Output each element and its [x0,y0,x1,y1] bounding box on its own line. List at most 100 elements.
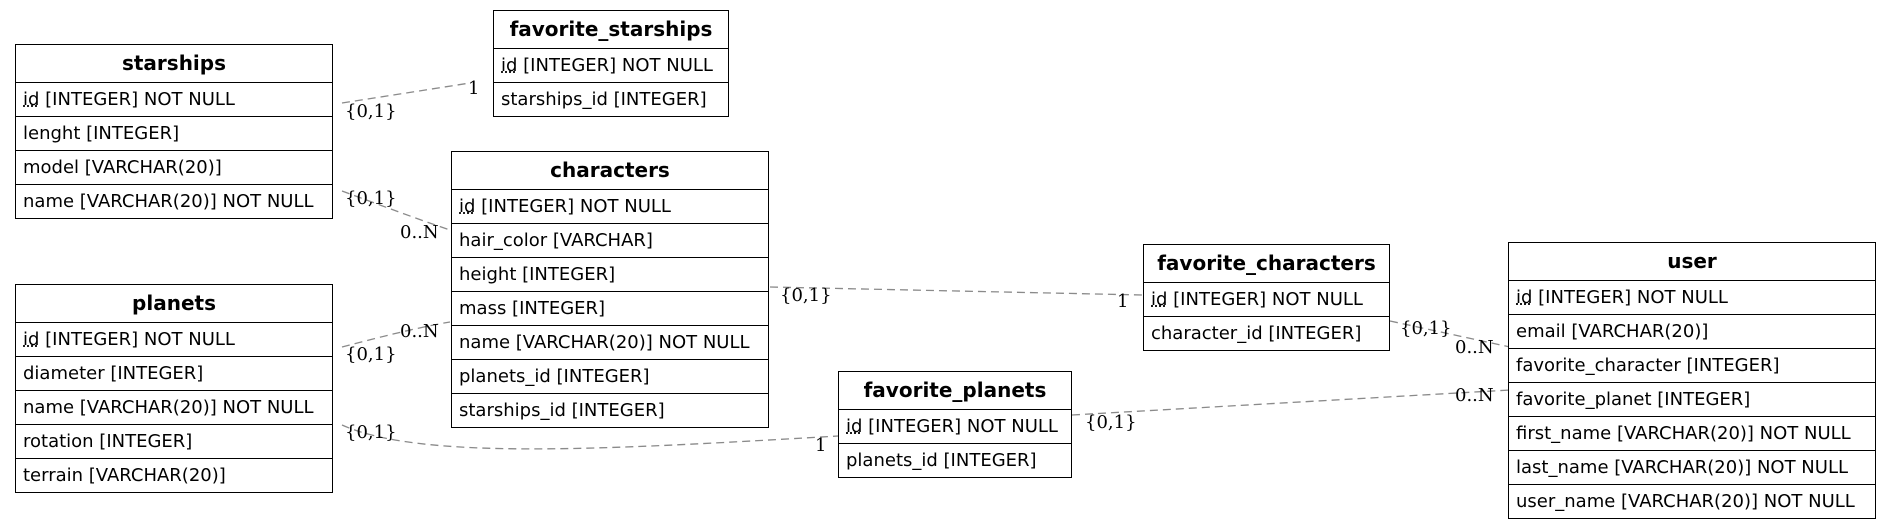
attribute-row: email [VARCHAR(20)] [1509,315,1875,349]
cardinality-label: {0,1} [1400,318,1452,339]
cardinality-label: 1 [468,78,480,99]
cardinality-label: {0,1} [780,285,832,306]
primary-key-name: id [459,196,476,217]
attribute-text: [INTEGER] NOT NULL [1532,287,1728,308]
attribute-row: terrain [VARCHAR(20)] [16,459,332,492]
attribute-row: id [INTEGER] NOT NULL [839,410,1071,444]
edge-starships-favorite-starships [341,82,471,104]
attribute-row: planets_id [INTEGER] [839,444,1071,477]
attribute-text: favorite_character [INTEGER] [1516,355,1780,376]
cardinality-label: 1 [1117,291,1129,312]
entity-characters[interactable]: characters id [INTEGER] NOT NULL hair_col… [451,151,769,428]
attribute-text: favorite_planet [INTEGER] [1516,389,1751,410]
attribute-row: first_name [VARCHAR(20)] NOT NULL [1509,417,1875,451]
attribute-text: hair_color [VARCHAR] [459,230,653,251]
cardinality-label: 0..N [1455,385,1494,406]
attribute-text: lenght [INTEGER] [23,123,180,144]
attribute-list: id [INTEGER] NOT NULL starships_id [INTEG… [494,49,728,116]
primary-key-name: id [23,89,40,110]
primary-key-name: id [23,329,40,350]
attribute-row: name [VARCHAR(20)] NOT NULL [16,185,332,218]
attribute-text: first_name [VARCHAR(20)] NOT NULL [1516,423,1851,444]
attribute-text: [INTEGER] NOT NULL [475,196,671,217]
attribute-text: [INTEGER] NOT NULL [862,416,1058,437]
cardinality-label: 0..N [400,321,439,342]
edge-favorite-planets-user [1071,389,1511,416]
attribute-list: id [INTEGER] NOT NULL hair_color [VARCHAR… [452,190,768,427]
attribute-row: id [INTEGER] NOT NULL [1509,281,1875,315]
attribute-list: id [INTEGER] NOT NULL email [VARCHAR(20)]… [1509,281,1875,518]
entity-title: user [1509,243,1875,281]
cardinality-label: 1 [815,435,827,456]
attribute-row: diameter [INTEGER] [16,357,332,391]
attribute-text: character_id [INTEGER] [1151,323,1362,344]
entity-starships[interactable]: starships id [INTEGER] NOT NULL lenght [I… [15,44,333,219]
primary-key-name: id [1151,289,1168,310]
attribute-row: starships_id [INTEGER] [494,83,728,116]
attribute-row: planets_id [INTEGER] [452,360,768,394]
attribute-text: user_name [VARCHAR(20)] NOT NULL [1516,491,1855,512]
primary-key-name: id [1516,287,1533,308]
attribute-text: diameter [INTEGER] [23,363,204,384]
cardinality-label: {0,1} [345,188,397,209]
attribute-list: id [INTEGER] NOT NULL character_id [INTEG… [1144,283,1389,350]
attribute-row: model [VARCHAR(20)] [16,151,332,185]
attribute-row: starships_id [INTEGER] [452,394,768,427]
entity-title: characters [452,152,768,190]
attribute-row: id [INTEGER] NOT NULL [494,49,728,83]
attribute-list: id [INTEGER] NOT NULL planets_id [INTEGER… [839,410,1071,477]
attribute-text: email [VARCHAR(20)] [1516,321,1709,342]
attribute-row: id [INTEGER] NOT NULL [452,190,768,224]
cardinality-label: 0..N [1455,337,1494,358]
attribute-row: name [VARCHAR(20)] NOT NULL [452,326,768,360]
primary-key-name: id [846,416,863,437]
attribute-text: name [VARCHAR(20)] NOT NULL [459,332,750,353]
attribute-row: character_id [INTEGER] [1144,317,1389,350]
cardinality-label: {0,1} [1085,412,1137,433]
attribute-row: mass [INTEGER] [452,292,768,326]
attribute-text: terrain [VARCHAR(20)] [23,465,226,486]
cardinality-label: {0,1} [345,101,397,122]
edge-planets-characters [341,321,451,348]
attribute-row: id [INTEGER] NOT NULL [1144,283,1389,317]
edge-favorite-characters-user [1389,320,1511,348]
entity-favorite-characters[interactable]: favorite_characters id [INTEGER] NOT NUL… [1143,244,1390,351]
attribute-text: [INTEGER] NOT NULL [517,55,713,76]
attribute-text: [INTEGER] NOT NULL [39,89,235,110]
attribute-row: height [INTEGER] [452,258,768,292]
attribute-text: [INTEGER] NOT NULL [1167,289,1363,310]
cardinality-label: {0,1} [345,422,397,443]
attribute-text: [INTEGER] NOT NULL [39,329,235,350]
cardinality-label: {0,1} [345,344,397,365]
attribute-text: mass [INTEGER] [459,298,606,319]
entity-title: favorite_characters [1144,245,1389,283]
entity-title: starships [16,45,332,83]
attribute-text: planets_id [INTEGER] [846,450,1037,471]
attribute-text: starships_id [INTEGER] [459,400,665,421]
attribute-text: rotation [INTEGER] [23,431,193,452]
attribute-list: id [INTEGER] NOT NULL diameter [INTEGER] n… [16,323,332,492]
attribute-text: starships_id [INTEGER] [501,89,707,110]
attribute-row: hair_color [VARCHAR] [452,224,768,258]
attribute-row: favorite_planet [INTEGER] [1509,383,1875,417]
attribute-row: last_name [VARCHAR(20)] NOT NULL [1509,451,1875,485]
entity-user[interactable]: user id [INTEGER] NOT NULL email [VARCHAR… [1508,242,1876,519]
entity-title: favorite_planets [839,372,1071,410]
entity-title: favorite_starships [494,11,728,49]
entity-favorite-planets[interactable]: favorite_planets id [INTEGER] NOT NULL pl… [838,371,1072,478]
attribute-row: id [INTEGER] NOT NULL [16,323,332,357]
entity-favorite-starships[interactable]: favorite_starships id [INTEGER] NOT NULL… [493,10,729,117]
edge-planets-favorite-planets [341,424,839,450]
edge-starships-characters [341,190,451,231]
attribute-text: height [INTEGER] [459,264,616,285]
attribute-text: name [VARCHAR(20)] NOT NULL [23,397,314,418]
attribute-row: lenght [INTEGER] [16,117,332,151]
attribute-list: id [INTEGER] NOT NULL lenght [INTEGER] mod… [16,83,332,218]
primary-key-name: id [501,55,518,76]
attribute-row: name [VARCHAR(20)] NOT NULL [16,391,332,425]
cardinality-label: 0..N [400,222,439,243]
attribute-text: planets_id [INTEGER] [459,366,650,387]
attribute-row: id [INTEGER] NOT NULL [16,83,332,117]
